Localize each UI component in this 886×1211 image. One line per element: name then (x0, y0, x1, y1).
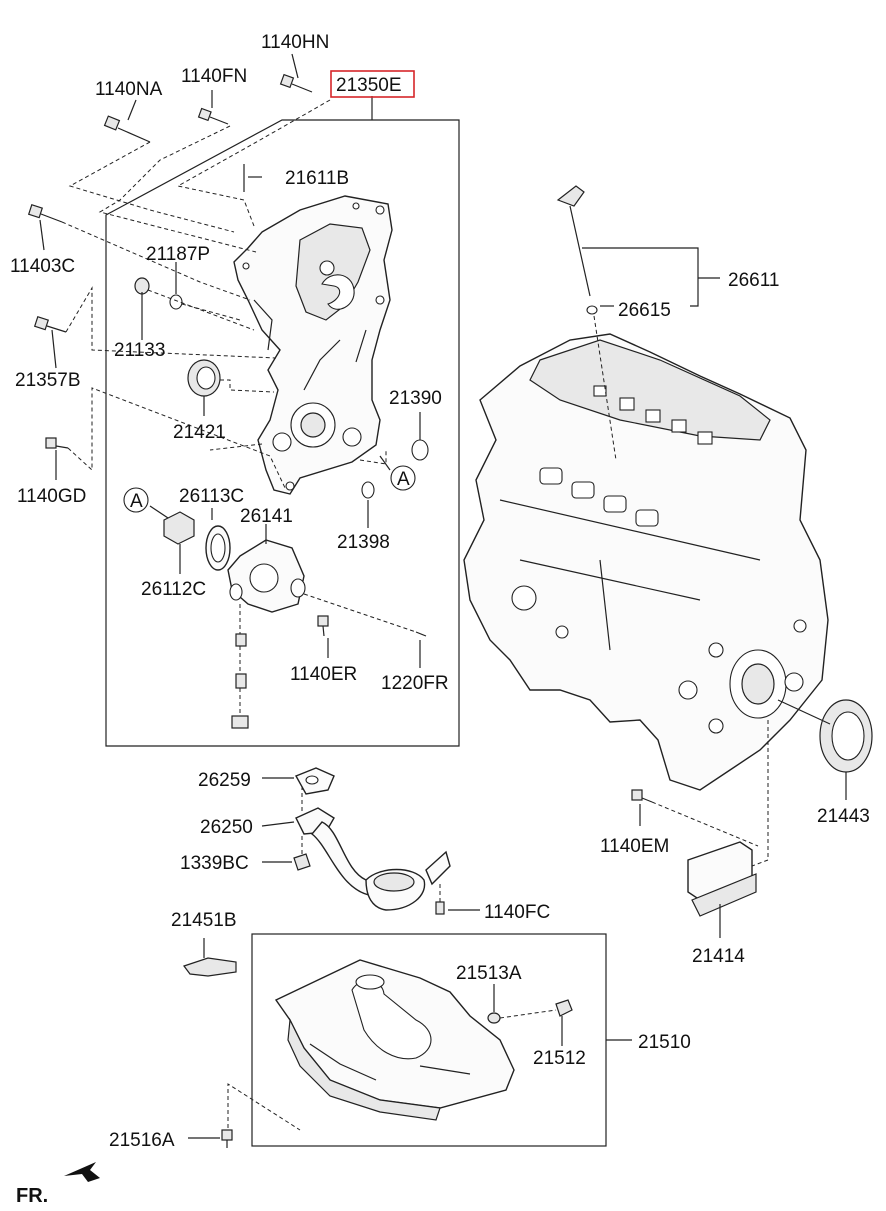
oring-21187P (169, 294, 183, 310)
bolt-1140ER (317, 615, 329, 637)
label-1140EM: 1140EM (600, 836, 669, 857)
label-1140GD: 1140GD (17, 486, 86, 507)
callout-circle-a-pump (123, 487, 149, 513)
strainer-leader-lines (261, 777, 480, 911)
label-26112C: 26112C (141, 579, 206, 600)
label-21390: 21390 (389, 388, 442, 409)
label-26259: 26259 (198, 770, 251, 791)
label-a-cover: A (397, 469, 410, 490)
bolt-1140EM (631, 789, 653, 803)
label-21414: 21414 (692, 946, 745, 967)
highlight-box-21350E (330, 70, 415, 98)
label-1140FN: 1140FN (181, 66, 247, 87)
oring-21390 (411, 439, 429, 461)
label-21451B: 21451B (171, 910, 237, 931)
bolt-1140GD (45, 437, 69, 449)
front-arrow-icon (64, 1162, 100, 1182)
plug-21513A (487, 1012, 501, 1024)
label-21443: 21443 (817, 806, 870, 827)
plug-21512 (555, 999, 573, 1017)
label-11403C: 11403C (10, 256, 75, 277)
label-1339BC: 1339BC (180, 853, 249, 874)
bolt-11403C (27, 203, 63, 223)
label-26113C: 26113C (179, 486, 244, 507)
seal-21421 (187, 359, 221, 397)
oil-strainer-illustration (293, 767, 451, 915)
rear-seal-21443 (819, 699, 873, 773)
label-1140ER: 1140ER (290, 664, 357, 685)
baffle-21414 (687, 841, 757, 917)
label-26615: 26615 (618, 300, 671, 321)
label-26250: 26250 (200, 817, 253, 838)
bolt-1140NA (103, 115, 151, 143)
plug-21133 (134, 277, 150, 295)
timing-cover-group-frame (105, 96, 460, 747)
label-a-pump: A (130, 491, 143, 512)
label-26611: 26611 (728, 270, 779, 291)
cover-leader-lines (39, 53, 421, 668)
front-direction-label: FR. (16, 1185, 48, 1207)
label-26141: 26141 (240, 506, 293, 527)
label-21133: 21133 (114, 340, 165, 361)
timing-cover-illustration (233, 195, 393, 495)
sealant-21451B (183, 938, 237, 977)
dipstick-26611 (556, 185, 617, 461)
label-21513A: 21513A (456, 963, 522, 984)
label-1140NA: 1140NA (95, 79, 163, 100)
engine-block-illustration (463, 333, 829, 791)
oil-pan-leader-lines (188, 984, 632, 1139)
label-21350E: 21350E (336, 75, 402, 96)
label-1220FR: 1220FR (381, 673, 449, 694)
oring-21398 (361, 481, 375, 499)
bolt-1140FN (197, 107, 229, 125)
pin-1220FR (415, 631, 427, 637)
label-1140HN: 1140HN (261, 32, 329, 53)
bolt-21357B (33, 315, 67, 333)
label-1140FC: 1140FC (484, 902, 550, 923)
oil-pan-illustration (274, 959, 515, 1121)
callout-circle-a-cover (390, 465, 416, 491)
label-21512: 21512 (533, 1048, 586, 1069)
label-21398: 21398 (337, 532, 390, 553)
label-21611B: 21611B (285, 168, 349, 189)
label-21421: 21421 (173, 422, 226, 443)
engine-leader-lines (582, 247, 847, 938)
label-21516A: 21516A (109, 1130, 175, 1151)
bolt-21516A (221, 1129, 233, 1148)
bolt-1140HN (279, 73, 313, 93)
label-21187P: 21187P (146, 244, 210, 265)
oil-pump-illustration (163, 511, 306, 729)
cover-assembly-lines (61, 99, 417, 716)
label-21357B: 21357B (15, 370, 81, 391)
label-21510: 21510 (638, 1032, 691, 1053)
